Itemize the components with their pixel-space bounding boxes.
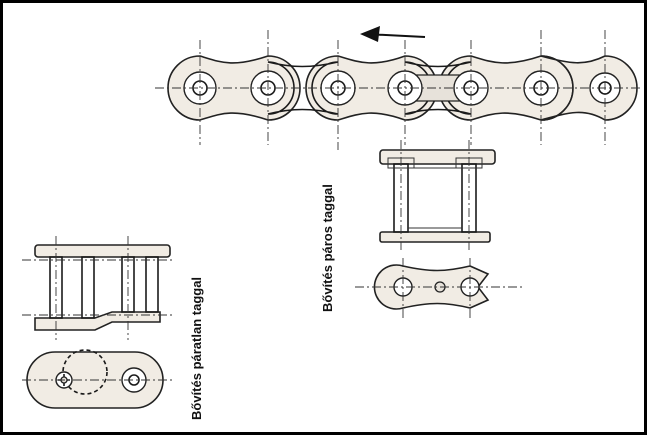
odd-extension-label: Bővítés páratlan taggal [189, 277, 204, 420]
odd-link-top-view [22, 349, 175, 409]
roller-chain-strip [155, 30, 640, 150]
even-link-top-view [355, 258, 525, 318]
direction-arrow-icon [360, 26, 426, 42]
even-extension-label: Bővítés páros taggal [320, 184, 335, 312]
odd-link-side-view [22, 236, 175, 340]
even-link-side-view [379, 140, 496, 250]
